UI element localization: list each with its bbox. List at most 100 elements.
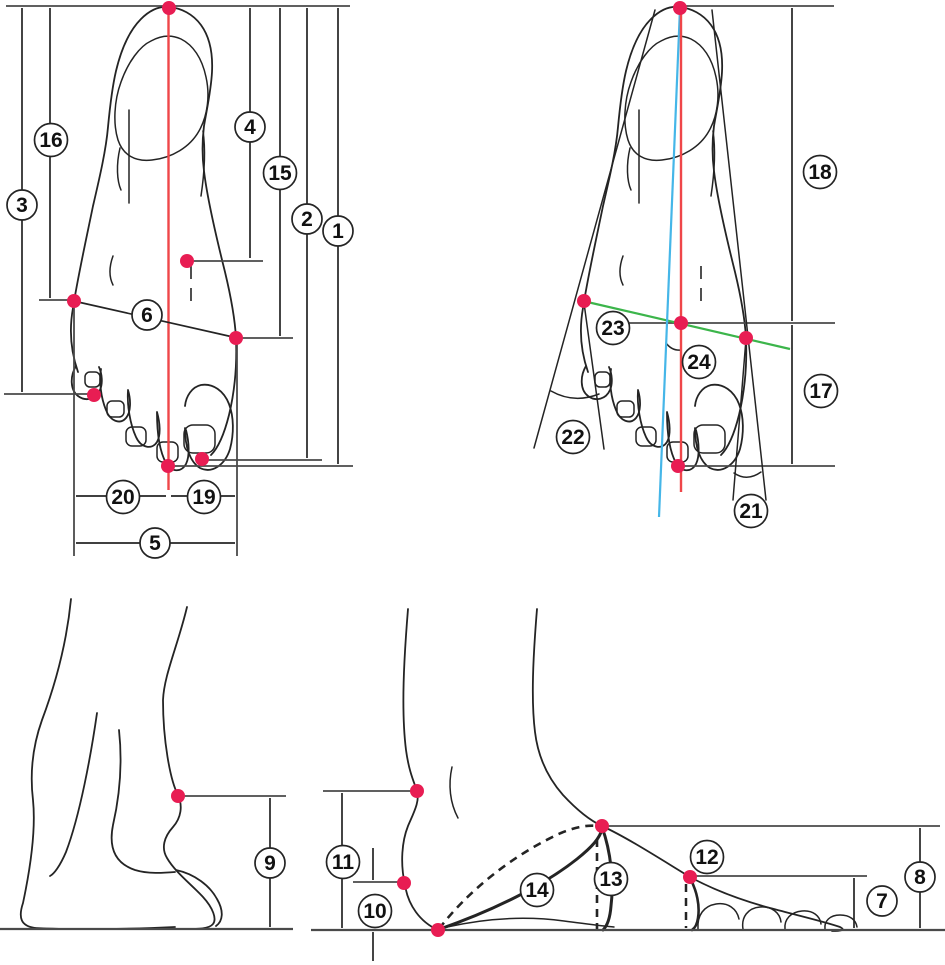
label-text: 6 xyxy=(141,304,153,327)
label-circle xyxy=(131,299,163,331)
landmark-dot-ankle-rear xyxy=(171,789,185,803)
label-circle xyxy=(262,155,298,191)
label-text: 12 xyxy=(695,846,718,869)
measurement-label-17: 17 xyxy=(803,373,839,409)
label-circle xyxy=(186,479,222,515)
lateral-front-leg xyxy=(531,608,603,827)
measurement-label-4: 4 xyxy=(234,111,266,143)
girth-13-solid xyxy=(600,825,614,932)
measurement-label-2: 2 xyxy=(291,203,323,235)
figure-dorsal-axes: 18 23 24 17 22 21 xyxy=(533,1,839,529)
ankle-crease xyxy=(449,766,459,819)
lateral-dorsum-toes-top xyxy=(601,825,844,932)
label-circle xyxy=(555,419,591,455)
label-text: 1 xyxy=(332,220,344,243)
measurement-label-8: 8 xyxy=(904,861,936,893)
measurement-label-14: 14 xyxy=(519,872,555,908)
label-text: 20 xyxy=(111,486,134,509)
rear-left-leg-inner xyxy=(49,712,98,877)
measurement-label-5: 5 xyxy=(139,527,171,559)
label-circle xyxy=(33,122,69,158)
lateral-border-tangent xyxy=(533,9,656,449)
label-text: 23 xyxy=(601,317,624,340)
label-text: 19 xyxy=(192,486,215,509)
label-circle xyxy=(904,861,936,893)
rear-right-heel-outline xyxy=(175,869,223,927)
measurement-label-18: 18 xyxy=(802,154,838,190)
label-text: 24 xyxy=(687,351,711,374)
toe-scallop-2 xyxy=(741,906,782,930)
label-text: 16 xyxy=(39,129,62,152)
sole-line xyxy=(446,917,615,928)
little-toe-angle-line xyxy=(583,302,605,450)
measurement-label-11: 11 xyxy=(325,844,361,880)
figure-rear-view: 9 xyxy=(0,598,293,931)
girth-14-solid xyxy=(438,827,604,931)
label-text: 11 xyxy=(332,851,355,874)
measurement-label-10: 10 xyxy=(357,893,393,929)
label-text: 18 xyxy=(808,161,832,184)
measurement-label-24: 24 xyxy=(681,344,717,380)
toe-scallop-3 xyxy=(784,910,822,930)
label-circle xyxy=(866,885,898,917)
rear-achilles-inner xyxy=(110,729,176,874)
landmark-dot-instep xyxy=(180,254,194,268)
landmark-dot-ball-center xyxy=(674,316,688,330)
measurement-label-3: 3 xyxy=(6,189,38,221)
toe-scallop-1 xyxy=(697,902,740,930)
girth-12-solid xyxy=(688,876,700,932)
landmark-dot-ankle-lateral xyxy=(410,784,424,798)
landmark-dot-heel-back xyxy=(397,876,411,890)
label-circle xyxy=(733,493,769,529)
measurement-label-7: 7 xyxy=(866,885,898,917)
label-circle xyxy=(254,847,286,879)
measurement-label-19: 19 xyxy=(186,479,222,515)
landmark-dot-second-toe xyxy=(161,459,175,473)
label-circle xyxy=(595,310,631,346)
landmark-dot-toe-tip-2 xyxy=(671,459,685,473)
measurement-label-9: 9 xyxy=(254,847,286,879)
landmark-dot-medial-ball xyxy=(229,331,243,345)
label-circle xyxy=(357,893,393,929)
figure-dorsal-lengths: 3 16 4 15 2 1 6 20 19 5 xyxy=(4,1,354,559)
landmark-dot-heel-ground xyxy=(431,923,445,937)
measurement-label-1: 1 xyxy=(322,215,354,247)
label-circle xyxy=(322,215,354,247)
foot-axis-blue xyxy=(657,7,682,518)
angle-arc-24 xyxy=(665,342,682,351)
label-text: 21 xyxy=(739,500,763,523)
label-text: 4 xyxy=(244,116,256,139)
label-circle xyxy=(325,844,361,880)
landmark-dot-heel-2 xyxy=(673,1,687,15)
rear-right-leg-outline xyxy=(162,606,216,930)
label-circle xyxy=(803,373,839,409)
measurement-label-22: 22 xyxy=(555,419,591,455)
label-text: 10 xyxy=(363,900,386,923)
measurement-label-15: 15 xyxy=(262,155,298,191)
label-circle xyxy=(802,154,838,190)
label-circle xyxy=(519,872,555,908)
landmark-dot-medial-ball-2 xyxy=(739,331,753,345)
label-circle xyxy=(291,203,323,235)
label-circle xyxy=(689,839,725,875)
measurement-label-23: 23 xyxy=(595,310,631,346)
label-text: 2 xyxy=(301,208,313,231)
measurement-label-16: 16 xyxy=(33,122,69,158)
label-text: 9 xyxy=(264,852,276,875)
label-text: 17 xyxy=(809,380,832,403)
measurement-label-6: 6 xyxy=(131,299,163,331)
landmark-dot-ball-lateral xyxy=(683,870,697,884)
label-text: 8 xyxy=(914,866,926,889)
label-circle xyxy=(6,189,38,221)
label-circle xyxy=(681,344,717,380)
rear-left-leg-outline xyxy=(19,598,72,929)
label-text: 5 xyxy=(149,532,161,555)
label-circle xyxy=(234,111,266,143)
landmark-dot-lateral-ball xyxy=(67,294,81,308)
label-text: 22 xyxy=(561,426,584,449)
landmark-dot-lateral-ball-2 xyxy=(577,294,591,308)
girth-14-dashed xyxy=(437,824,603,930)
measurement-label-20: 20 xyxy=(105,479,141,515)
